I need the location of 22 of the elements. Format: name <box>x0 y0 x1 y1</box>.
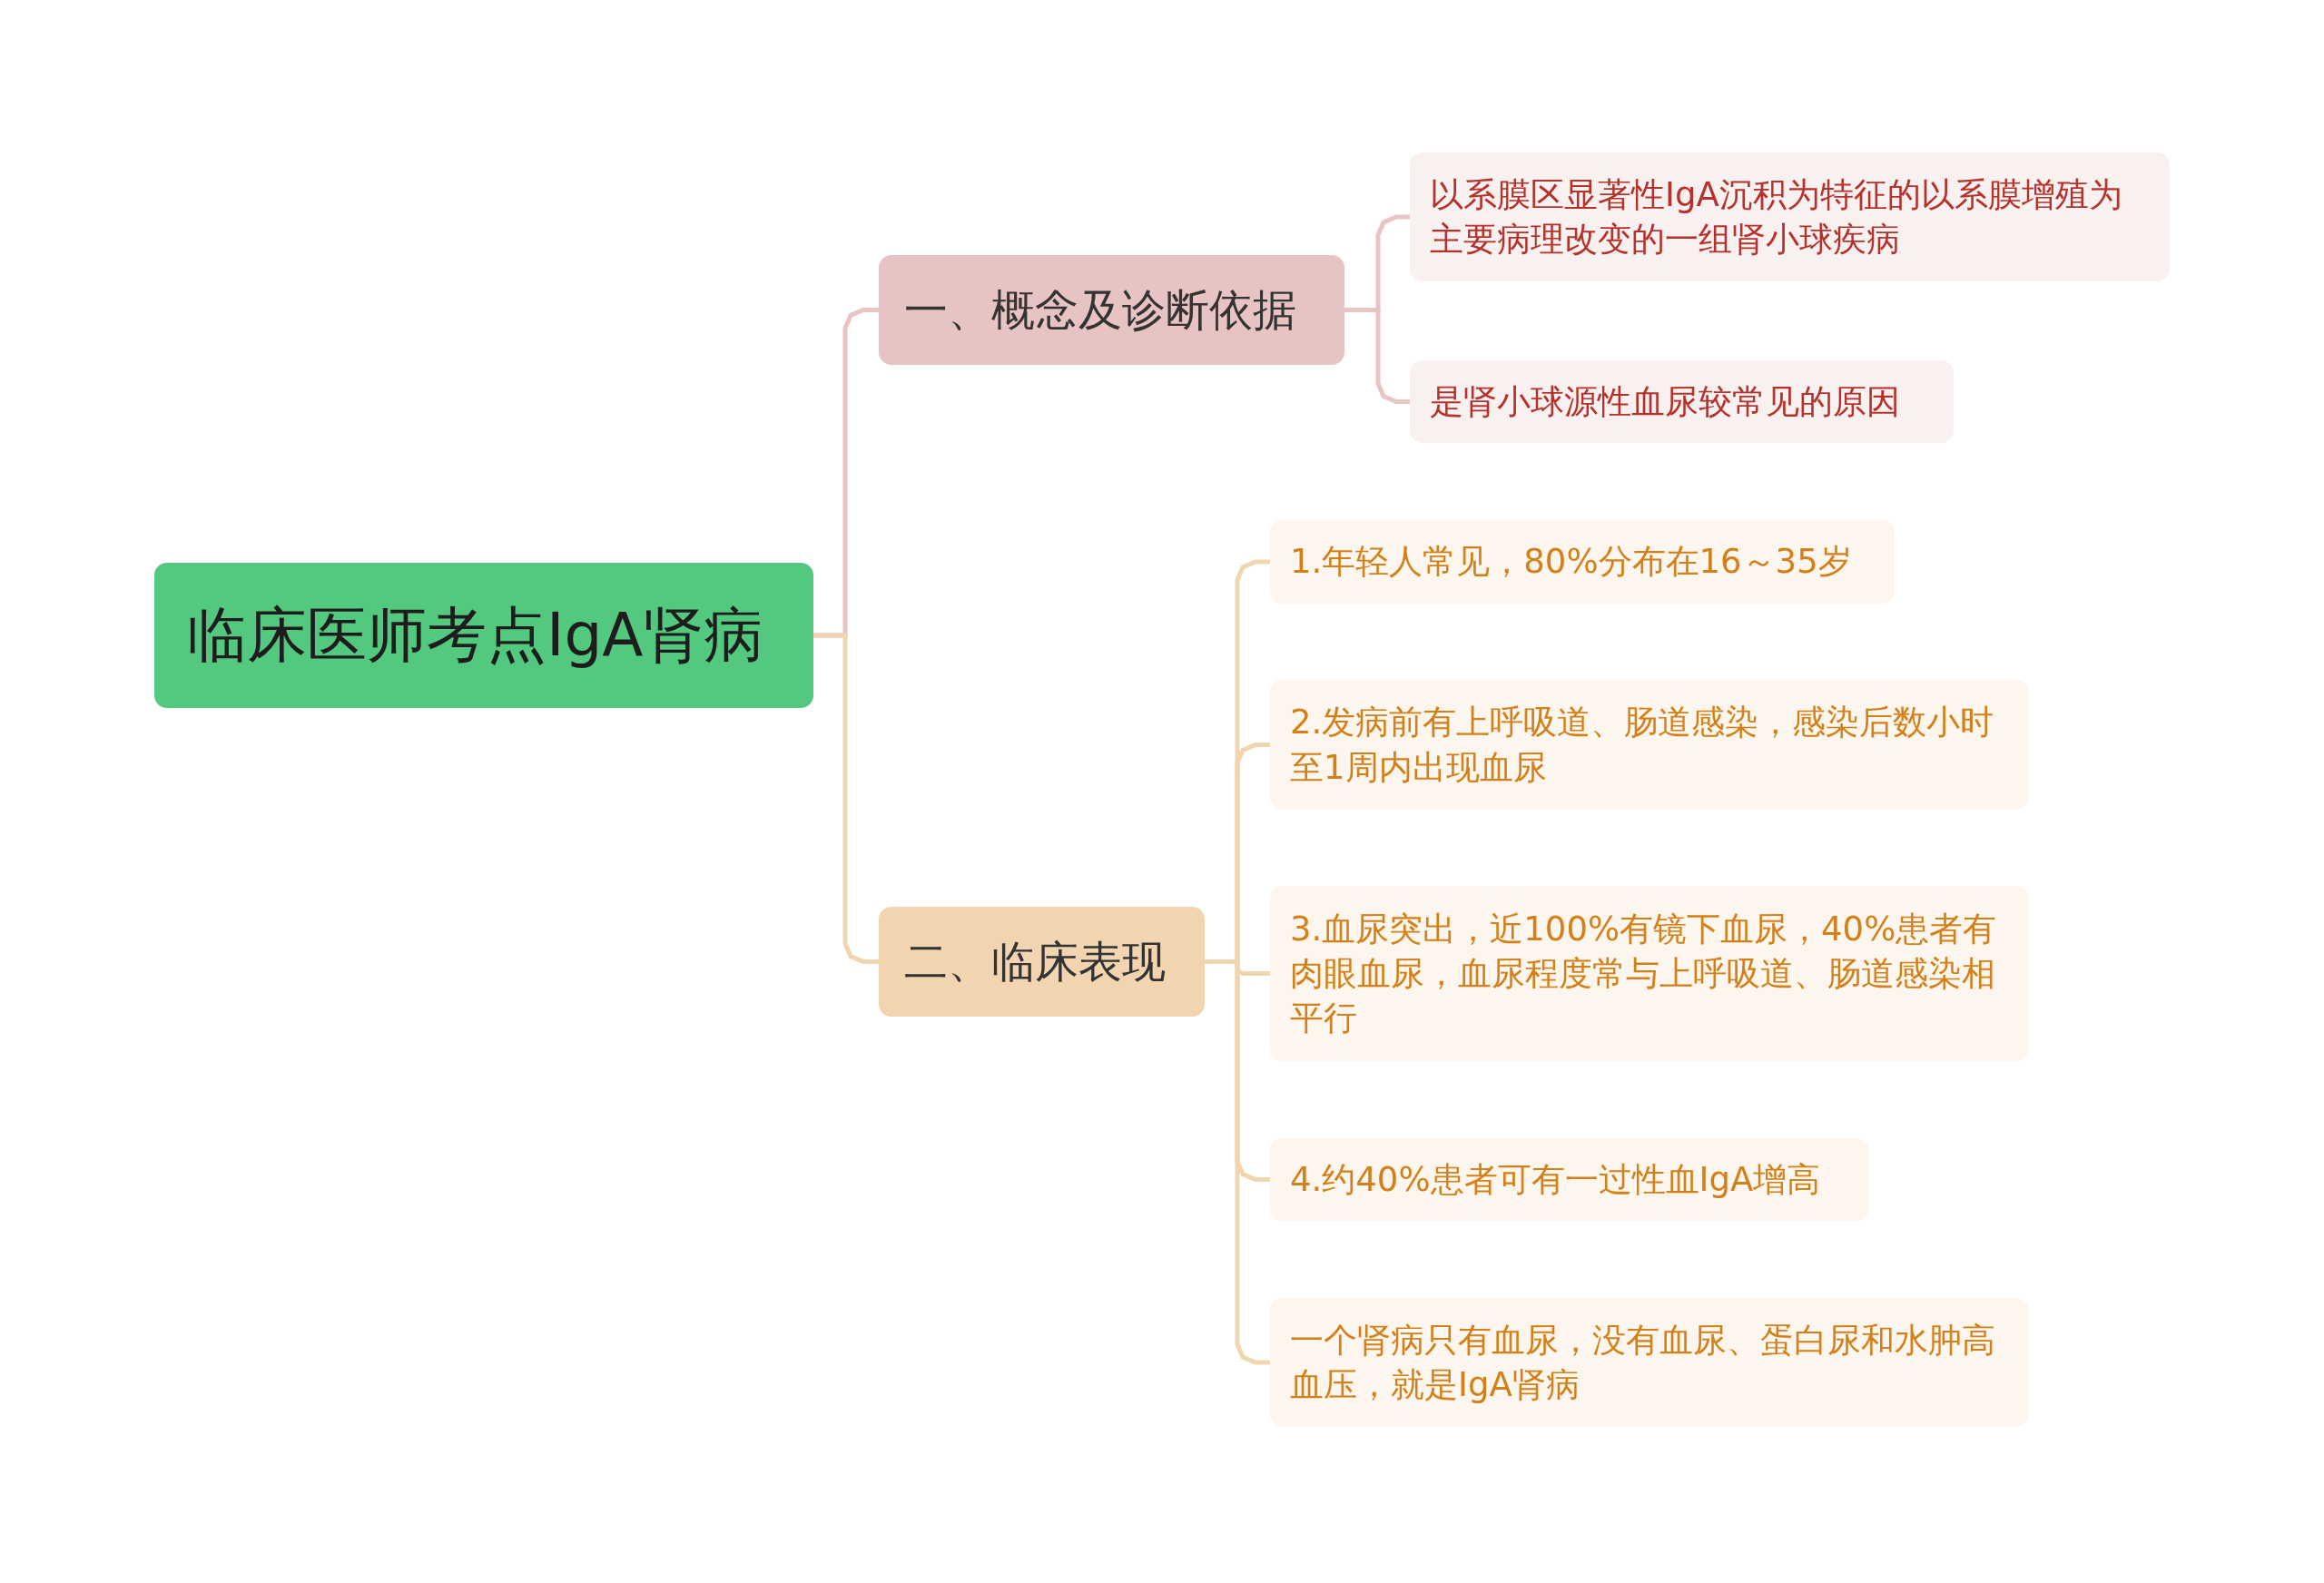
topic-text: 一个肾病只有血尿，没有血尿、蛋白尿和水肿高血压，就是IgA肾病 <box>1290 1319 1996 1406</box>
central-topic-box <box>154 563 813 708</box>
subtopic-box <box>1410 360 1954 443</box>
topic-text: 是肾小球源性血尿较常见的原因 <box>1430 380 1900 423</box>
connector-line <box>813 633 879 964</box>
topic-text: 临床医师考点IgA肾病 <box>187 599 763 673</box>
topic-text: 二、临床表现 <box>904 934 1166 988</box>
topic-text: 3.血尿突出，近100%有镜下血尿，40%患者有肉眼血尿，血尿程度常与上呼吸道、肠道感染相平行 <box>1290 908 1998 1040</box>
topic-text: 2.发病前有上呼吸道、肠道感染，感染后数小时至1周内出现血尿 <box>1290 702 1995 789</box>
subtopic-box <box>1270 1138 1869 1221</box>
branch-topic-box <box>879 907 1205 1017</box>
topic-text: 1.年轻人常见，80%分布在16～35岁 <box>1290 541 1852 584</box>
topic-text: 以系膜区显著性IgA沉积为特征的以系膜增殖为主要病理改变的一组肾小球疾病 <box>1430 173 2123 261</box>
subtopic-box <box>1270 520 1895 604</box>
subtopic-box <box>1410 152 2170 281</box>
topic-text: 一、概念及诊断依据 <box>904 282 1296 337</box>
topic-text: 4.约40%患者可有一过性血IgA增高 <box>1290 1158 1821 1201</box>
connector-line <box>1344 308 1410 404</box>
subtopic-box <box>1270 680 2029 810</box>
subtopic-box <box>1270 886 2029 1061</box>
branch-topic-box <box>879 255 1344 365</box>
subtopic-box <box>1270 1298 2029 1427</box>
